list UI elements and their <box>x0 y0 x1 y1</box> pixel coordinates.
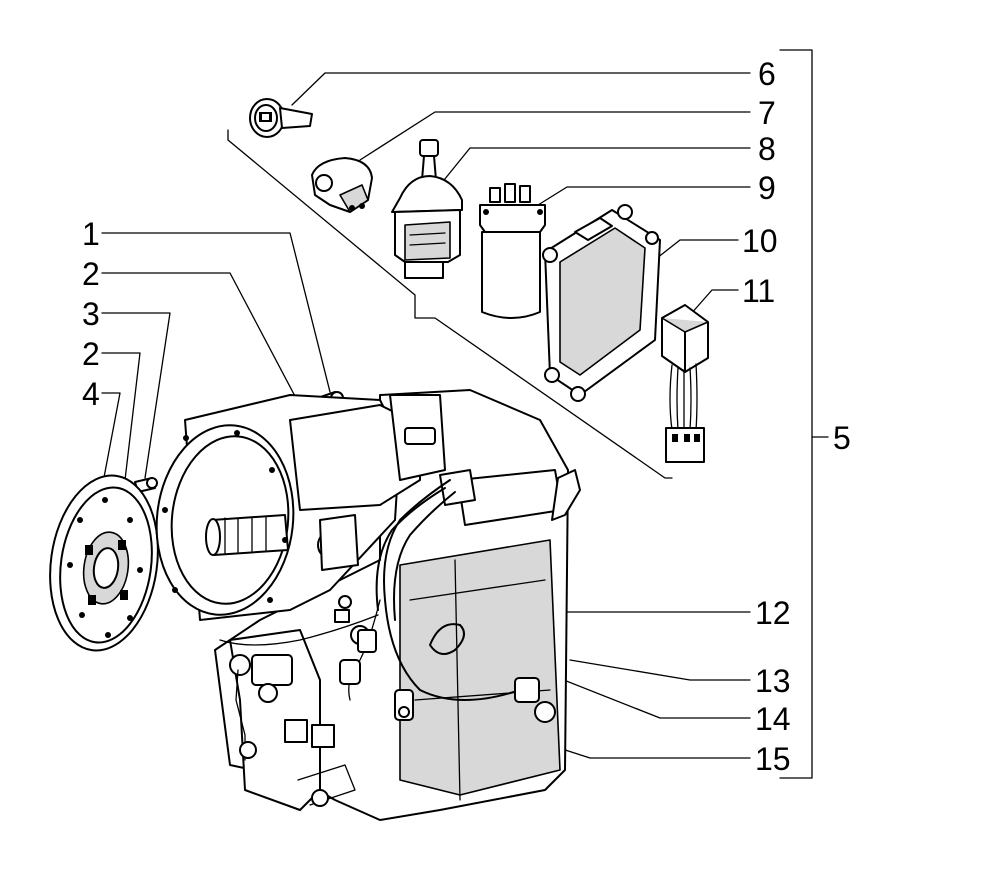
callout-1: 1 <box>82 216 100 252</box>
callout-9: 9 <box>758 170 776 206</box>
leader-6 <box>291 72 751 106</box>
callout-7: 7 <box>758 95 776 131</box>
clutch-disc-icon <box>49 474 159 652</box>
callout-13: 13 <box>755 663 791 699</box>
gauge-icon <box>249 98 313 138</box>
kit-boundary-line <box>227 129 673 479</box>
callout-12: 12 <box>755 595 791 631</box>
leader-8 <box>439 147 751 186</box>
callout-15: 15 <box>755 741 791 777</box>
callout-8: 8 <box>758 131 776 167</box>
callout-2b: 2 <box>82 336 100 372</box>
leader-13 <box>569 659 751 681</box>
clip-icon <box>429 623 465 655</box>
callout-14: 14 <box>755 701 791 737</box>
leader-1 <box>101 232 331 393</box>
leader-9 <box>529 186 751 211</box>
clip-icon-15 <box>394 689 414 721</box>
leader-2a <box>101 272 298 401</box>
bracket-5 <box>779 49 813 779</box>
leader-4 <box>101 392 121 489</box>
callout-labels: 6 7 8 9 10 11 1 2 3 2 4 5 12 13 14 15 <box>82 56 851 777</box>
sensor-icon <box>311 157 373 213</box>
leader-10 <box>651 239 739 263</box>
control-unit-icon <box>542 204 661 402</box>
joystick-icon <box>391 139 463 279</box>
callout-3: 3 <box>82 296 100 332</box>
leader-7 <box>359 111 751 161</box>
callout-4: 4 <box>82 376 100 412</box>
filter-icon <box>479 183 546 319</box>
bolt-icon-small <box>134 477 158 493</box>
callout-6: 6 <box>758 56 776 92</box>
leader-3 <box>101 312 171 479</box>
wiring-harness-icon <box>219 479 556 723</box>
callout-10: 10 <box>742 223 778 259</box>
callout-2a: 2 <box>82 256 100 292</box>
gearbox-icon <box>155 389 581 821</box>
leader-11 <box>689 289 739 316</box>
leader-2b <box>101 352 141 481</box>
callout-5: 5 <box>833 420 851 456</box>
callout-11: 11 <box>742 273 775 309</box>
relay-icon <box>661 304 709 463</box>
